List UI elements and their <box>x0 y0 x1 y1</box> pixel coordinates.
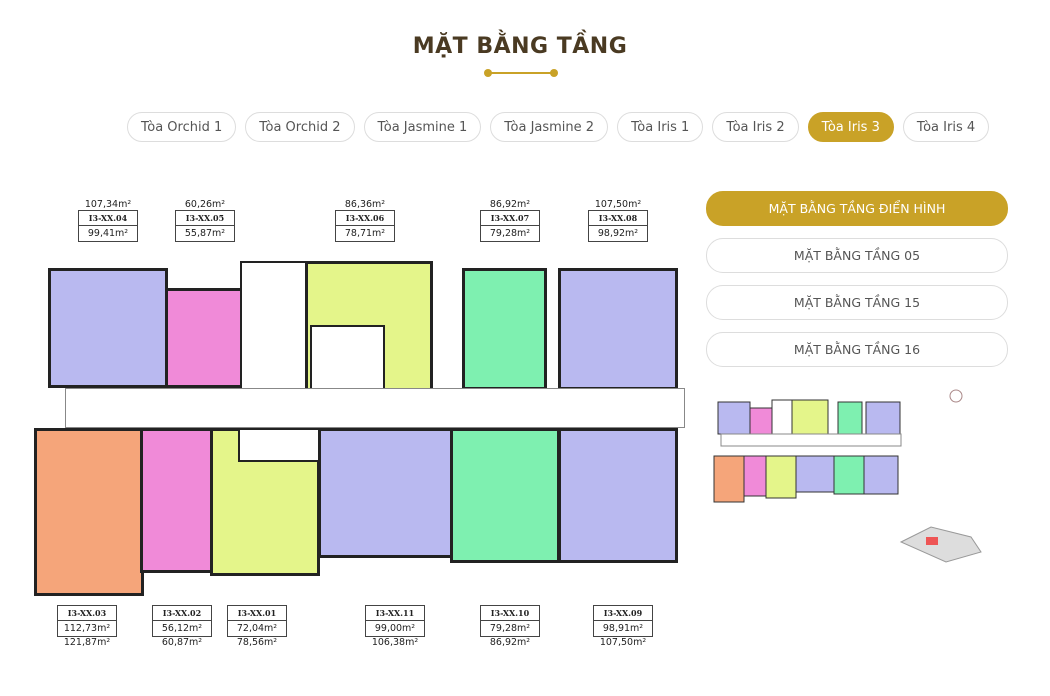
net-area: 56,12m² <box>161 623 203 634</box>
tab-iris-4[interactable]: Tòa Iris 4 <box>902 112 990 142</box>
gross-area: 60,87m² <box>161 637 203 648</box>
unit-03[interactable] <box>34 428 144 596</box>
unit-07[interactable] <box>462 268 547 390</box>
gross-area: 86,92m² <box>489 637 531 648</box>
tab-orchid-2[interactable]: Tòa Orchid 2 <box>245 112 355 142</box>
unit-code: I3-XX.08 <box>589 211 647 226</box>
floor-05-button[interactable]: MẶT BẰNG TẦNG 05 <box>706 238 1008 273</box>
net-area: 98,91m² <box>602 623 644 634</box>
net-area: 78,71m² <box>344 228 386 239</box>
unit-02[interactable] <box>140 428 215 573</box>
tab-jasmine-2[interactable]: Tòa Jasmine 2 <box>490 112 609 142</box>
unit-code: I3-XX.07 <box>481 211 539 226</box>
unit-code: I3-XX.03 <box>58 606 116 621</box>
floor-typical-button[interactable]: MẶT BẰNG TẦNG ĐIỂN HÌNH <box>706 191 1008 226</box>
unit-04[interactable] <box>48 268 168 388</box>
unit-08[interactable] <box>558 268 678 390</box>
unit-code: I3-XX.09 <box>594 606 652 621</box>
unit-label-02: I3-XX.02 56,12m² 60,87m² <box>152 605 212 648</box>
gross-area: 107,34m² <box>84 199 132 210</box>
unit-11[interactable] <box>318 428 453 558</box>
unit-code: I3-XX.04 <box>79 211 137 226</box>
tab-iris-3[interactable]: Tòa Iris 3 <box>807 112 894 142</box>
unit-label-09: I3-XX.09 98,91m² 107,50m² <box>593 605 653 648</box>
unit-05[interactable] <box>165 288 243 388</box>
net-area: 72,04m² <box>236 623 278 634</box>
tab-orchid-1[interactable]: Tòa Orchid 1 <box>127 112 237 142</box>
gross-area: 121,87m² <box>63 637 111 648</box>
floor-15-button[interactable]: MẶT BẰNG TẦNG 15 <box>706 285 1008 320</box>
net-area: 99,41m² <box>87 228 129 239</box>
tab-jasmine-1[interactable]: Tòa Jasmine 1 <box>363 112 482 142</box>
corridor <box>65 388 685 428</box>
gross-area: 60,26m² <box>184 199 226 210</box>
page-title: MẶT BẰNG TẦNG <box>412 34 628 59</box>
gross-area: 107,50m² <box>599 637 647 648</box>
unit-code: I3-XX.11 <box>366 606 424 621</box>
unit-code: I3-XX.10 <box>481 606 539 621</box>
title-divider <box>484 69 558 77</box>
gross-area: 86,36m² <box>344 199 386 210</box>
unit-09[interactable] <box>558 428 678 563</box>
unit-label-10: I3-XX.10 79,28m² 86,92m² <box>480 605 540 648</box>
core-top <box>240 261 308 391</box>
gross-area: 86,92m² <box>489 199 531 210</box>
building-tabs: Tòa Orchid 1 Tòa Orchid 2 Tòa Jasmine 1 … <box>127 112 990 142</box>
floor-selector: MẶT BẰNG TẦNG ĐIỂN HÌNH MẶT BẰNG TẦNG 05… <box>706 191 1008 379</box>
unit-code: I3-XX.01 <box>228 606 286 621</box>
unit-10[interactable] <box>450 428 560 563</box>
net-area: 112,73m² <box>63 623 111 634</box>
unit-code: I3-XX.05 <box>176 211 234 226</box>
unit-code: I3-XX.06 <box>336 211 394 226</box>
core-lift <box>310 325 385 395</box>
net-area: 98,92m² <box>597 228 639 239</box>
unit-code: I3-XX.02 <box>153 606 211 621</box>
net-area: 79,28m² <box>489 228 531 239</box>
gross-area: 107,50m² <box>594 199 642 210</box>
net-area: 55,87m² <box>184 228 226 239</box>
gross-area: 78,56m² <box>236 637 278 648</box>
floor-plan-thumbnail[interactable] <box>706 372 991 572</box>
tab-iris-2[interactable]: Tòa Iris 2 <box>712 112 799 142</box>
unit-label-11: I3-XX.11 99,00m² 106,38m² <box>365 605 425 648</box>
net-area: 99,00m² <box>374 623 416 634</box>
tab-iris-1[interactable]: Tòa Iris 1 <box>617 112 704 142</box>
unit-label-01: I3-XX.01 72,04m² 78,56m² <box>227 605 287 648</box>
net-area: 79,28m² <box>489 623 531 634</box>
gross-area: 106,38m² <box>371 637 419 648</box>
floor-16-button[interactable]: MẶT BẰNG TẦNG 16 <box>706 332 1008 367</box>
unit-label-03: I3-XX.03 112,73m² 121,87m² <box>57 605 117 648</box>
